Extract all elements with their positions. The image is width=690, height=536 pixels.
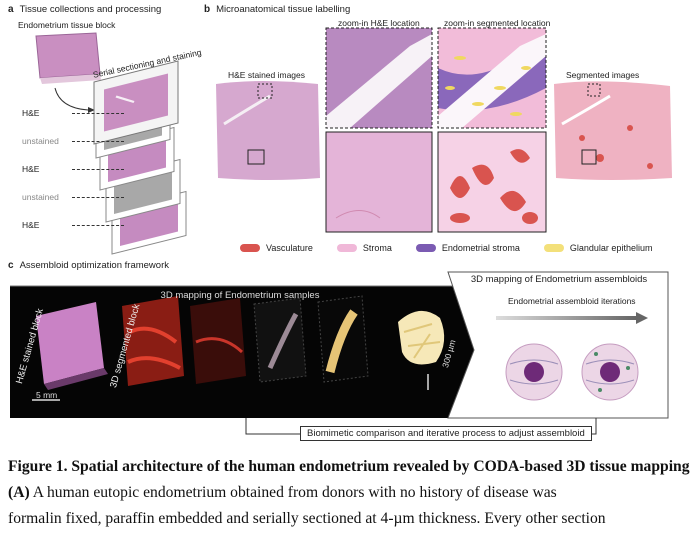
zoom-seg-bottom-image xyxy=(437,131,547,233)
zoom-he-bottom-image xyxy=(325,131,433,233)
caption-fig-label: Figure 1. Spatial architecture of the hu… xyxy=(8,458,690,475)
legend-item: Endometrial stroma xyxy=(415,243,520,253)
caption-text1: A human eutopic endometrium obtained fro… xyxy=(29,484,557,501)
legend-swatch xyxy=(336,244,357,252)
assembloid-sphere-left xyxy=(505,343,563,401)
figure-caption: Figure 1. Spatial architecture of the hu… xyxy=(8,454,690,532)
legend: Vasculature Stroma Endometrial stroma Gl… xyxy=(240,243,652,253)
caption-line3: formalin fixed, paraffin embedded and se… xyxy=(8,510,606,527)
vessel-block-3d xyxy=(190,298,246,384)
stain-label: unstained xyxy=(22,192,59,202)
mapping-samples-label: 3D mapping of Endometrium samples xyxy=(160,290,320,301)
legend-item: Vasculature xyxy=(240,243,313,253)
block-label: Endometrium tissue block xyxy=(18,20,116,30)
assembloid-mesh-3d xyxy=(398,310,445,365)
legend-swatch xyxy=(415,244,436,252)
panel-b-illustration xyxy=(216,27,672,233)
tissue-block-image xyxy=(35,32,101,79)
panel-c-letter: c xyxy=(8,260,14,271)
stain-label: unstained xyxy=(22,136,59,146)
gland-block-3d xyxy=(253,297,307,383)
stain-row: H&E xyxy=(22,108,124,118)
legend-item: Stroma xyxy=(336,243,392,253)
panel-a-illustration xyxy=(35,32,187,255)
he-images-label: H&E stained images xyxy=(228,70,306,80)
assembloid-sphere-right xyxy=(581,343,639,401)
zoom-seg-label: zoom-in segmented location xyxy=(444,18,551,28)
zoom-seg-top-image xyxy=(437,27,547,129)
legend-label: Glandular epithelium xyxy=(569,243,653,253)
panel-c-title: Assembloid optimization framework xyxy=(19,260,169,271)
sectioning-arrow xyxy=(54,87,89,111)
legend-swatch xyxy=(240,244,260,252)
he-block-3d xyxy=(36,302,104,384)
slide-stack xyxy=(93,60,187,255)
stain-list: H&E unstained H&E unstained H&E xyxy=(22,108,124,230)
comparison-box: Biomimetic comparison and iterative proc… xyxy=(300,426,592,441)
legend-label: Stroma xyxy=(362,243,392,253)
panel-b-letter: b xyxy=(204,4,211,15)
iterations-label: Endometrial assembloid iterations xyxy=(508,296,636,306)
panel-c-header: c Assembloid optimization framework xyxy=(8,260,169,271)
stain-row: H&E xyxy=(22,220,124,230)
panel-a-title: Tissue collections and processing xyxy=(19,4,162,15)
panel-b-header: b Microanatomical tissue labelling xyxy=(204,4,350,15)
panel-c-illustration xyxy=(10,271,669,435)
legend-label: Endometrial stroma xyxy=(441,243,520,253)
panel-a-header: a Tissue collections and processing xyxy=(8,4,161,15)
stain-row: H&E xyxy=(22,164,124,174)
mapping-assembloids-label: 3D mapping of Endometrium assembloids xyxy=(470,274,648,285)
legend-item: Glandular epithelium xyxy=(543,243,653,253)
stain-label: H&E xyxy=(22,220,40,230)
stain-label: H&E xyxy=(22,164,40,174)
zoom-he-label: zoom-in H&E location xyxy=(338,18,420,28)
stain-row: unstained xyxy=(22,136,124,146)
panel-a-letter: a xyxy=(8,4,14,15)
scale-5mm: 5 mm xyxy=(36,390,58,400)
assembloids-banner xyxy=(447,271,669,419)
segmented-tissue-image xyxy=(554,81,672,180)
segmented-label: Segmented images xyxy=(566,70,640,80)
legend-label: Vasculature xyxy=(266,243,313,253)
stain-label: H&E xyxy=(22,108,40,118)
caption-panel-ref: (A) xyxy=(8,484,30,501)
he-tissue-image xyxy=(216,81,320,180)
panel-b-title: Microanatomical tissue labelling xyxy=(216,4,351,15)
legend-swatch xyxy=(543,244,564,252)
zoom-he-top-image xyxy=(325,27,433,129)
stain-row: unstained xyxy=(22,192,124,202)
